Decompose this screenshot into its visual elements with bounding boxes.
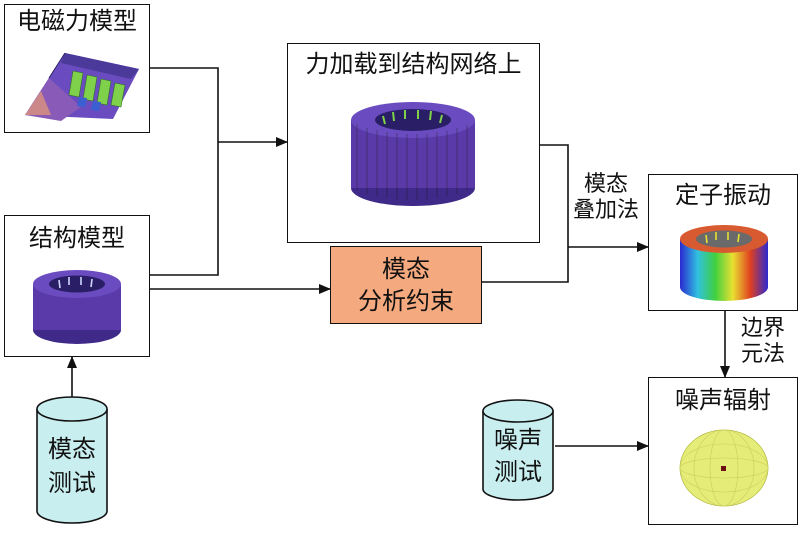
radiation-sphere-illustration	[679, 429, 769, 507]
boundary-element-label: 边界 元法	[730, 316, 796, 368]
modal-test-line1: 模态	[48, 435, 96, 463]
stator-vibration-contour	[680, 225, 768, 301]
modal-superposition-label: 模态 叠加法	[566, 172, 646, 224]
noise-test-line2: 测试	[494, 458, 542, 486]
boundary-element-line1: 边界	[740, 316, 785, 341]
noise-radiation-title: 噪声辐射	[675, 386, 771, 414]
stator-vibration-title: 定子振动	[675, 181, 771, 209]
structure-model-node: 结构模型	[4, 215, 150, 357]
modal-superposition-line2: 叠加法	[572, 198, 639, 223]
modal-superposition-line1: 模态	[583, 172, 628, 197]
edge-structure-to-join	[150, 142, 219, 276]
modal-test-cylinder	[36, 396, 108, 524]
em-force-model-title: 电磁力模型	[17, 7, 137, 35]
modal-test-line2: 测试	[48, 469, 96, 497]
modal-constraint-node: 模态 分析约束	[330, 246, 482, 324]
stator-mesh-with-forces	[351, 102, 475, 206]
stator-model-illustration	[33, 270, 121, 344]
noise-test-node: 噪声 测试	[481, 398, 555, 502]
modal-test-node: 模态 测试	[35, 395, 109, 525]
stator-vibration-node: 定子振动	[648, 174, 798, 311]
modal-constraint-line2: 分析约束	[358, 287, 454, 315]
load-on-mesh-title: 力加载到结构网络上	[305, 50, 522, 78]
noise-test-line1: 噪声	[494, 426, 542, 454]
load-on-mesh-node: 力加载到结构网络上	[287, 43, 540, 243]
structure-model-title: 结构模型	[29, 224, 125, 252]
em-sector-illustration	[25, 52, 139, 121]
noise-test-cylinder	[482, 399, 554, 501]
edge-em-force-to-join	[150, 67, 219, 142]
boundary-element-line2: 元法	[740, 342, 785, 367]
noise-radiation-node: 噪声辐射	[648, 377, 798, 525]
em-force-model-node: 电磁力模型	[4, 4, 150, 133]
edge-load-to-merge	[540, 144, 569, 247]
edge-constraint-to-merge	[482, 247, 569, 283]
modal-constraint-line1: 模态	[382, 255, 430, 283]
